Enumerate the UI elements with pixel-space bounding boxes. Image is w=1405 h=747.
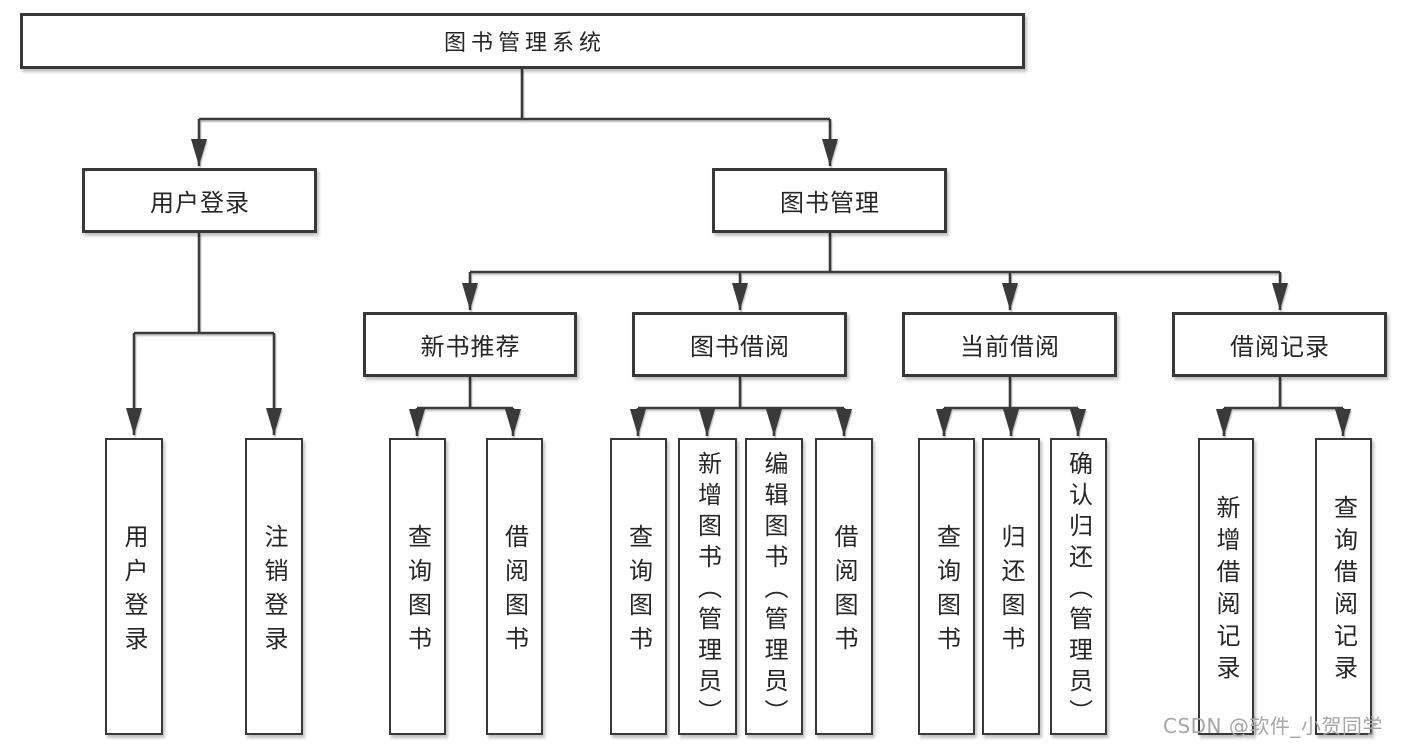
leaf-edit-books-admin: 编辑图书（管理员） <box>745 438 803 735</box>
leaf-query-borrow-record-label: 查询借阅记录 <box>1329 494 1358 687</box>
csdn-watermark: CSDN @软件_小贺同学 <box>1163 714 1383 738</box>
leaf-add-borrow-record: 新增借阅记录 <box>1198 438 1254 735</box>
leaf-current-query-books: 查询图书 <box>918 438 975 735</box>
leaf-borrowing-query-books-label: 查询图书 <box>624 523 653 660</box>
leaf-current-query-books-label: 查询图书 <box>932 523 961 660</box>
node-new-book-recommend-label: 新书推荐 <box>420 333 521 361</box>
node-book-management: 图书管理 <box>712 168 947 233</box>
node-current-borrowing-label: 当前借阅 <box>960 333 1060 361</box>
leaf-edit-books-admin-label: 编辑图书（管理员） <box>760 450 788 730</box>
leaf-newbook-query-books: 查询图书 <box>389 438 446 735</box>
node-current-borrowing: 当前借阅 <box>902 312 1117 377</box>
leaf-add-books-admin: 新增图书（管理员） <box>678 438 737 735</box>
node-book-borrowing: 图书借阅 <box>632 312 847 377</box>
leaf-borrowing-query-books: 查询图书 <box>610 438 667 735</box>
leaf-logout: 注销登录 <box>245 438 303 735</box>
leaf-confirm-return-admin: 确认归还（管理员） <box>1050 438 1107 735</box>
node-user-login-label: 用户登录 <box>150 189 250 217</box>
leaf-add-books-admin-label: 新增图书（管理员） <box>693 450 722 730</box>
leaf-newbook-borrow-books-label: 借阅图书 <box>500 523 529 660</box>
leaf-return-books-label: 归还图书 <box>997 523 1025 660</box>
leaf-newbook-borrow-books: 借阅图书 <box>486 438 543 735</box>
leaf-logout-label: 注销登录 <box>260 523 288 660</box>
leaf-borrowing-borrow-books: 借阅图书 <box>815 438 873 735</box>
leaf-return-books: 归还图书 <box>982 438 1040 735</box>
node-user-login: 用户登录 <box>82 168 317 233</box>
leaf-confirm-return-admin-label: 确认归还（管理员） <box>1064 450 1093 730</box>
node-borrowing-records-label: 借阅记录 <box>1230 333 1330 361</box>
leaf-add-borrow-record-label: 新增借阅记录 <box>1212 494 1240 687</box>
leaf-user-login: 用户登录 <box>105 438 163 735</box>
node-book-borrowing-label: 图书借阅 <box>690 333 790 361</box>
leaf-newbook-query-books-label: 查询图书 <box>403 523 432 660</box>
leaf-user-login-label: 用户登录 <box>120 523 148 660</box>
leaf-borrowing-borrow-books-label: 借阅图书 <box>830 523 858 660</box>
node-new-book-recommend: 新书推荐 <box>363 312 577 377</box>
node-root-system-label: 图书管理系统 <box>443 31 606 56</box>
leaf-query-borrow-record: 查询借阅记录 <box>1315 438 1372 735</box>
node-book-management-label: 图书管理 <box>780 189 880 217</box>
node-borrowing-records: 借阅记录 <box>1172 312 1387 377</box>
node-root-system: 图书管理系统 <box>20 13 1025 69</box>
